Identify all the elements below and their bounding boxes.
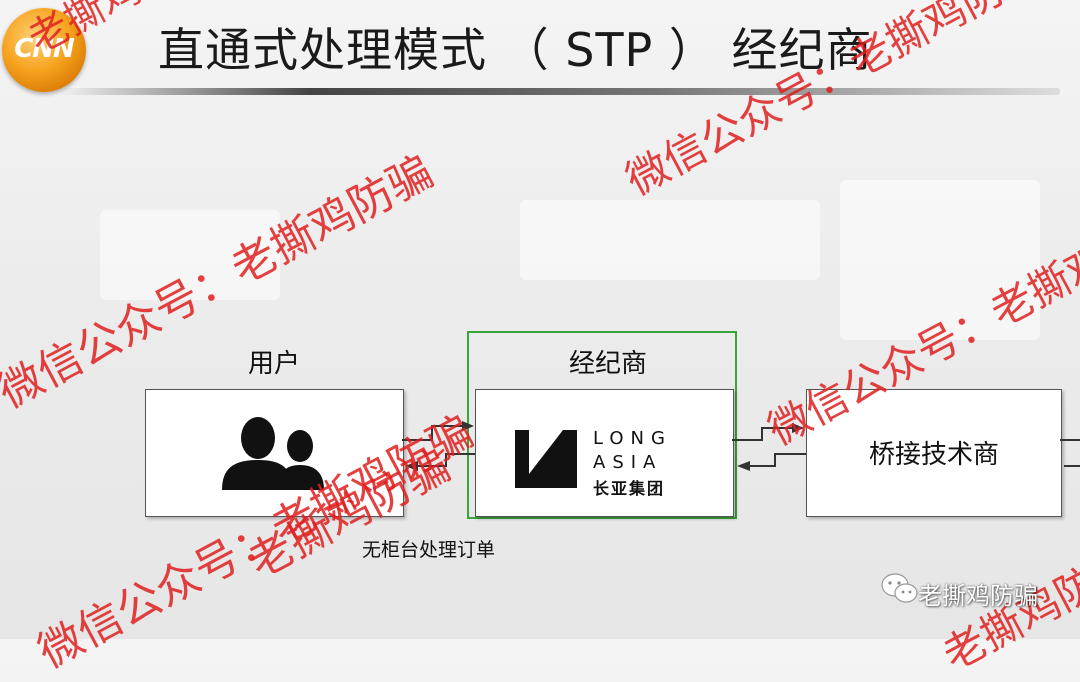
connector-arrows xyxy=(402,421,1080,471)
footer-label: 老撕鸡防骗 xyxy=(918,582,1038,610)
wechat-icon xyxy=(881,573,918,603)
broker-brand-cn: 长亚集团 xyxy=(593,479,666,498)
bridge-box: 桥接技术商 xyxy=(806,389,1062,517)
diagram-caption: 无柜台处理订单 xyxy=(362,539,496,561)
bridge-offscreen-connector xyxy=(1060,439,1080,467)
broker-box: LONG ASIA 长亚集团 xyxy=(475,389,734,517)
broker-bridge-connector xyxy=(732,427,806,467)
background-shape xyxy=(840,180,1040,340)
arrowhead-right xyxy=(462,421,474,431)
background-shape xyxy=(520,200,820,280)
arrowhead-right xyxy=(792,423,804,433)
user-box xyxy=(145,389,404,517)
broker-brand-line2: ASIA xyxy=(593,452,663,473)
background-shape xyxy=(100,210,280,300)
broker-brand-line1: LONG xyxy=(593,428,672,449)
users-silhouette-icon xyxy=(222,417,324,490)
bridge-label: 桥接技术商 xyxy=(868,440,999,470)
logo-text: CNN xyxy=(14,34,75,64)
broker-label: 经纪商 xyxy=(569,349,648,379)
user-broker-connector xyxy=(402,425,475,467)
page-title: 直通式处理模式 （ STP ） 经纪商 xyxy=(158,23,873,77)
arrowhead-left xyxy=(405,461,418,471)
arrowhead-left xyxy=(737,461,750,471)
cnn-logo: CNN xyxy=(2,8,86,92)
long-asia-mark-icon xyxy=(515,430,577,488)
user-label: 用户 xyxy=(248,349,301,379)
title-underline xyxy=(60,88,1060,95)
